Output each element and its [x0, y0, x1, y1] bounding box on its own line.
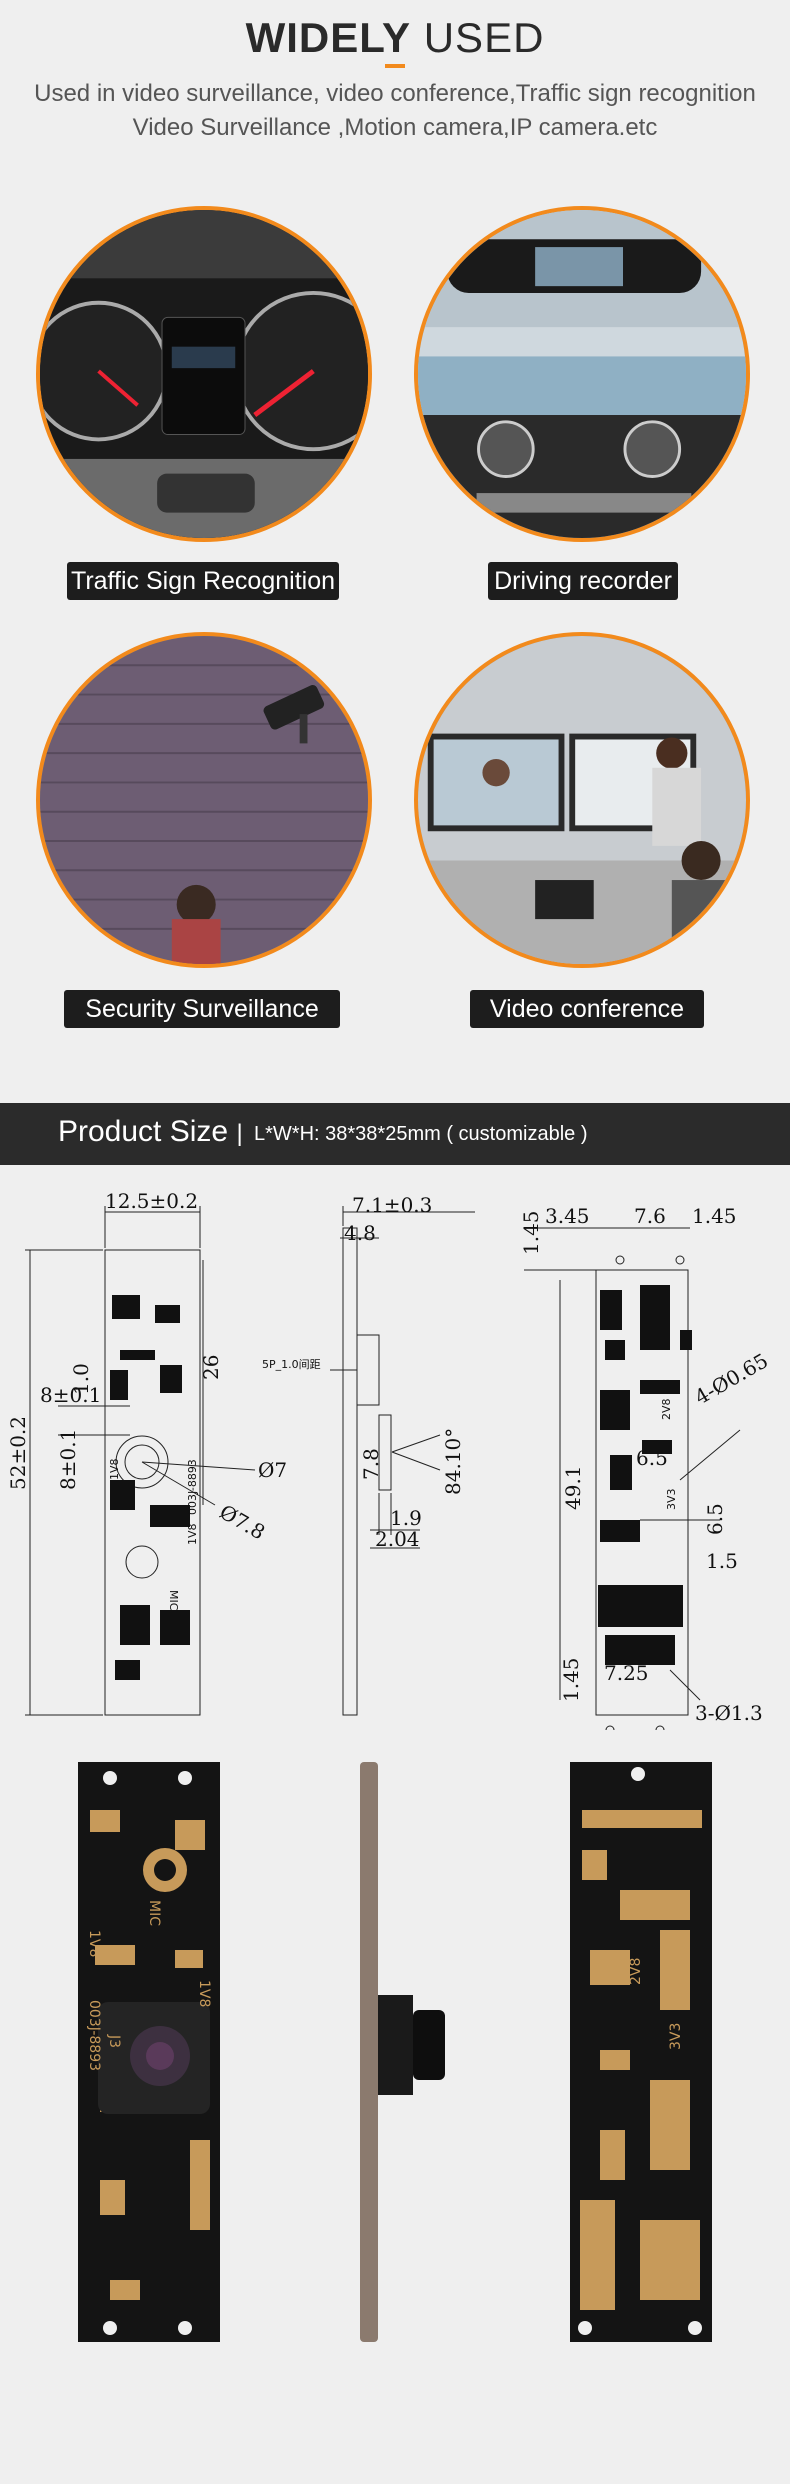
- side-dim-19: 1.9: [390, 1506, 422, 1530]
- section-title: WIDELY USED: [0, 14, 790, 62]
- front-dim-phi78: Ø7.8: [216, 1500, 270, 1545]
- product-size-separator: |: [236, 1120, 243, 1147]
- label-security: Security Surveillance: [64, 990, 340, 1028]
- photo-front-code: 003J-8893: [86, 2000, 102, 2071]
- subtitle-line-2: Video Surveillance ,Motion camera,IP cam…: [132, 114, 658, 141]
- dimension-drawing: 12.5±0.2 52±0.2 26 1.0 8±0.1 8±0.1 Ø7 Ø7…: [6, 1190, 773, 1730]
- side-dim-angle: 84.10°: [441, 1428, 465, 1495]
- back-dim-3holes: 3-Ø1.3: [695, 1701, 763, 1725]
- label-traffic-sign: Traffic Sign Recognition: [67, 562, 339, 600]
- back-dim-491: 49.1: [561, 1465, 585, 1510]
- front-pcb-photo: MIC 1V8 1V8 003J-8893 J3: [78, 1762, 220, 2342]
- back-dim-145c: 1.45: [559, 1657, 583, 1702]
- product-photos: MIC 1V8 1V8 003J-8893 J3 2V8 3V3: [78, 1762, 712, 2342]
- side-dim-71: 7.1±0.3: [352, 1193, 432, 1217]
- security-camera-photo: [36, 632, 372, 968]
- label-video-conference: Video conference: [470, 990, 704, 1028]
- side-pcb-photo: [360, 1762, 445, 2342]
- meeting-room-photo: [414, 632, 750, 968]
- front-pcb-1v8b: 1V8: [186, 1523, 199, 1545]
- front-dim-26: 26: [199, 1355, 223, 1380]
- front-top-dim: 12.5±0.2: [105, 1190, 198, 1213]
- front-dim-8b: 8±0.1: [56, 1429, 80, 1490]
- front-pcb-1v8a: 1V8: [108, 1458, 121, 1480]
- back-dim-76: 7.6: [634, 1204, 666, 1228]
- photo-front-1v8b: 1V8: [196, 1980, 212, 2007]
- dashboard-photo: [36, 206, 372, 542]
- label-driving-recorder: Driving recorder: [488, 562, 678, 600]
- photo-front-1v8a: 1V8: [86, 1930, 102, 1957]
- side-dim-78: 7.8: [359, 1448, 383, 1480]
- back-dim-65b: 6.5: [636, 1446, 668, 1470]
- product-size-dims: L*W*H: 38*38*25mm ( customizable ): [254, 1123, 588, 1145]
- front-dim-phi7: Ø7: [258, 1458, 287, 1482]
- back-pcb-2v8: 2V8: [660, 1398, 673, 1420]
- subtitle-line-1: Used in video surveillance, video confer…: [34, 80, 756, 107]
- photo-back-2v8: 2V8: [628, 1958, 644, 1985]
- title-light: USED: [423, 14, 545, 61]
- front-pcb-code: 003J-8893: [186, 1459, 199, 1515]
- back-pcb-3v3: 3V3: [665, 1488, 678, 1510]
- photo-front-mic: MIC: [146, 1900, 162, 1926]
- side-dim-48: 4.8: [344, 1221, 376, 1245]
- front-dim-1: 1.0: [69, 1363, 93, 1395]
- front-left-dim: 52±0.2: [6, 1416, 30, 1490]
- back-dim-65a: 6.5: [703, 1503, 727, 1535]
- front-dim-8a: 8±0.1: [40, 1383, 101, 1407]
- title-bold: WIDELY: [245, 14, 412, 61]
- title-underline: [385, 64, 405, 68]
- side-dim-204: 2.04: [375, 1527, 420, 1551]
- back-dim-holes: 4-Ø0.65: [691, 1348, 773, 1409]
- back-dim-145b: 1.45: [692, 1204, 737, 1228]
- side-connector-label: 5P_1.0间距: [262, 1358, 321, 1371]
- product-size-band: Product Size | L*W*H: 38*38*25mm ( custo…: [0, 1103, 790, 1165]
- photo-back-3v3: 3V3: [668, 2023, 684, 2050]
- back-dim-345: 3.45: [545, 1204, 590, 1228]
- back-dim-725: 7.25: [604, 1661, 649, 1685]
- photo-front-j3: J3: [106, 2034, 122, 2048]
- back-dim-15: 1.5: [706, 1549, 738, 1573]
- product-size-title: Product Size |: [58, 1115, 243, 1148]
- front-pcb-mic: MIC: [167, 1590, 180, 1611]
- back-pcb-photo: 2V8 3V3: [570, 1762, 712, 2342]
- mirror-recorder-photo: [414, 206, 750, 542]
- back-dim-145a: 1.45: [519, 1210, 543, 1255]
